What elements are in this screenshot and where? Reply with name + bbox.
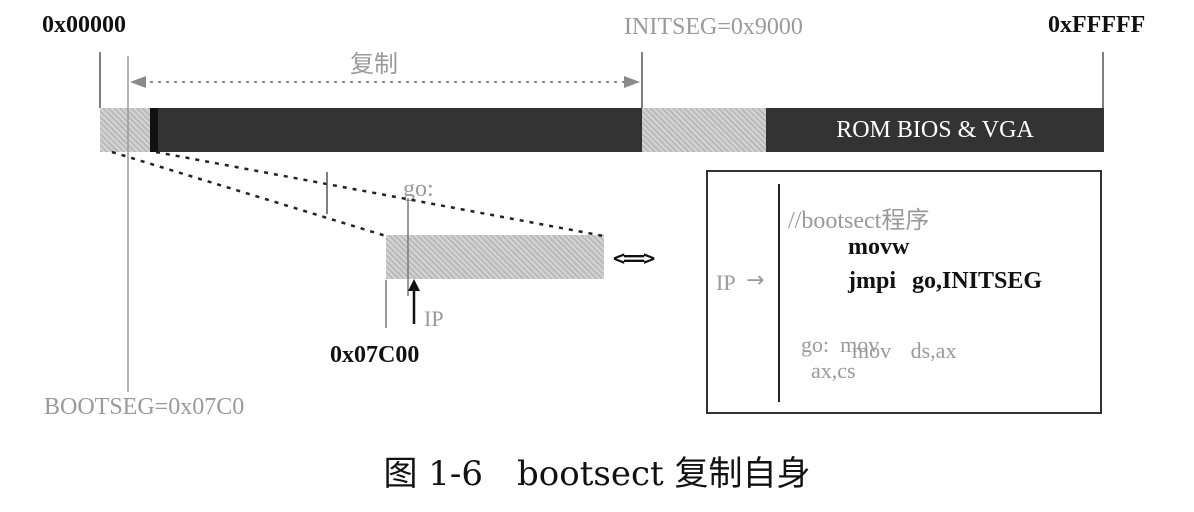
equivalence-arrow: <==> bbox=[613, 246, 655, 270]
zoom-line-left bbox=[111, 150, 387, 238]
end-address-label: 0xFFFFF bbox=[1048, 12, 1146, 38]
code-line-text: movw bbox=[848, 234, 910, 260]
ip-label: IP bbox=[424, 306, 444, 331]
copy-arrow-right-head bbox=[624, 76, 640, 88]
rom-bios-block: ROM BIOS & VGA bbox=[766, 108, 1104, 152]
code-line-text: go: mov bbox=[801, 332, 880, 357]
low-memory-region bbox=[100, 108, 150, 152]
code-box bbox=[706, 170, 1102, 414]
code-line-text: jmpi bbox=[848, 268, 896, 294]
initseg-label: INITSEG=0x9000 bbox=[624, 14, 803, 40]
code-box-divider bbox=[778, 184, 780, 402]
code-line-operand: ax,cs bbox=[811, 358, 856, 383]
ip-pointer-label: IP bbox=[716, 270, 736, 295]
zoom-line-right bbox=[155, 150, 605, 238]
ip-arrow-head bbox=[408, 279, 420, 291]
rom-bios-label: ROM BIOS & VGA bbox=[836, 117, 1034, 143]
code-line-go-mov: go: mov ax,cs bbox=[790, 306, 879, 384]
address-07c00-label: 0x07C00 bbox=[330, 342, 420, 368]
figure-caption: 图 1-6 bootsect 复制自身 bbox=[383, 454, 811, 494]
code-line-text: mov bbox=[852, 338, 892, 363]
copy-arrow-left-head bbox=[130, 76, 146, 88]
bootsect-zoom-block bbox=[386, 235, 604, 279]
initseg-region-block bbox=[158, 108, 642, 152]
start-address-label: 0x00000 bbox=[42, 12, 126, 38]
go-label: go: bbox=[403, 176, 434, 202]
boot-marker bbox=[150, 108, 158, 152]
code-line-text: //bootsect程序 bbox=[788, 208, 930, 234]
copy-label: 复制 bbox=[350, 50, 398, 78]
code-line-movw: movw bbox=[848, 234, 909, 261]
code-line-mov-ds: mov ds,ax bbox=[852, 338, 956, 364]
free-memory-region bbox=[642, 108, 766, 152]
code-line-operand: go,INITSEG bbox=[912, 268, 1043, 294]
code-line-jmpi: jmpi go,INITSEG bbox=[848, 268, 1042, 295]
ip-pointer-arrow-icon: → bbox=[746, 268, 765, 293]
code-line-operand: ds,ax bbox=[910, 338, 957, 363]
code-line-comment: //bootsect程序 bbox=[788, 200, 929, 235]
bootseg-label: BOOTSEG=0x07C0 bbox=[44, 394, 245, 420]
